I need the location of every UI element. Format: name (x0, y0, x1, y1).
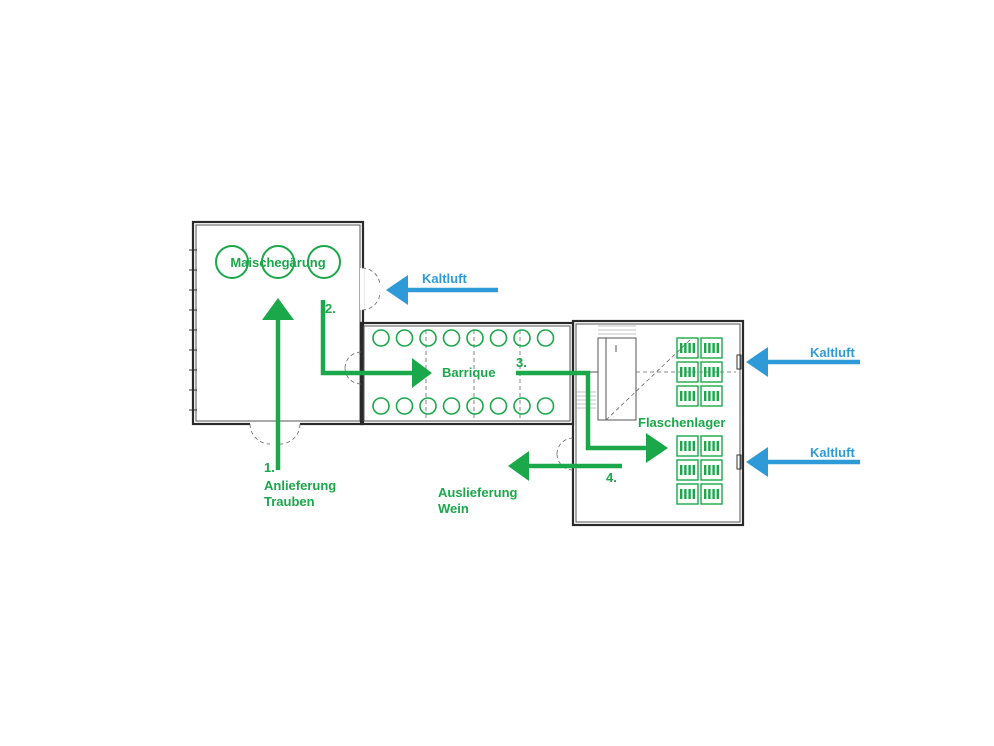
room-label-barrique: Barrique (442, 365, 495, 380)
step-1-label-line1: Anlieferung (264, 478, 336, 493)
barrel-icon (395, 329, 414, 347)
bottle-racks (676, 337, 723, 505)
step-1-number: 1. (264, 460, 275, 475)
barrel-icon (395, 397, 414, 415)
air-arrow-right-lower (746, 447, 860, 477)
bottle-rack-icon (700, 435, 723, 457)
barrel-icon (442, 397, 461, 415)
bottle-rack-icon (700, 483, 723, 505)
door-icon (360, 267, 381, 311)
barrel-rows (372, 329, 555, 415)
room-flaschenlager: Flaschenlager (556, 319, 745, 527)
tank-icon (307, 245, 341, 279)
room-label-flaschenlager: Flaschenlager (638, 415, 725, 430)
step-4-label-line2: Wein (438, 501, 469, 516)
stair-icon (576, 325, 637, 421)
barrel-icon (466, 397, 484, 415)
bottle-rack-icon (700, 459, 723, 481)
barrel-icon (372, 329, 390, 347)
flow-arrow-1 (262, 298, 294, 470)
step-2-number: 2. (325, 301, 336, 316)
flow-arrow-2 (320, 300, 432, 388)
barrel-icon (536, 397, 555, 415)
air-label-right-upper: Kaltluft (810, 345, 855, 360)
door-icon (249, 422, 301, 445)
door-icon (556, 437, 574, 471)
barrel-icon (513, 329, 531, 347)
bottle-rack-icon (676, 483, 699, 505)
step-1-label-line2: Trauben (264, 494, 315, 509)
barrel-icon (466, 329, 484, 347)
barrel-icon (442, 329, 461, 347)
bottle-rack-icon (700, 361, 723, 383)
step-4-number: 4. (606, 470, 617, 485)
barrel-icon (536, 329, 555, 347)
bottle-rack-icon (676, 385, 699, 407)
air-label-right-lower: Kaltluft (810, 445, 855, 460)
barrel-icon (489, 397, 508, 415)
window-marks-right (736, 354, 742, 470)
step-4-label-line1: Auslieferung (438, 485, 518, 500)
air-arrow-right-upper (746, 347, 860, 377)
bottle-rack-icon (676, 459, 699, 481)
flow-arrow-3 (516, 370, 668, 463)
bottle-rack-icon (700, 385, 723, 407)
room-maischegaerung: Maischegärung (189, 220, 381, 445)
tank-icon (215, 245, 249, 279)
bottle-rack-icon (676, 337, 699, 359)
barrel-icon (513, 397, 531, 415)
step-3-number: 3. (516, 355, 527, 370)
air-label-top: Kaltluft (422, 271, 467, 286)
barrel-icon (419, 329, 437, 347)
window-marks-left (189, 249, 197, 411)
barrel-icon (372, 397, 390, 415)
bottle-rack-icon (700, 337, 723, 359)
flow-arrow-4 (508, 451, 622, 481)
door-icon (344, 351, 362, 385)
room-label-maischegaerung: Maischegärung (230, 255, 325, 270)
barrel-icon (489, 329, 508, 347)
bottle-rack-icon (676, 435, 699, 457)
barrel-icon (419, 397, 437, 415)
air-arrow-top (386, 275, 498, 305)
bottle-rack-icon (676, 361, 699, 383)
tank-icon (261, 245, 295, 279)
